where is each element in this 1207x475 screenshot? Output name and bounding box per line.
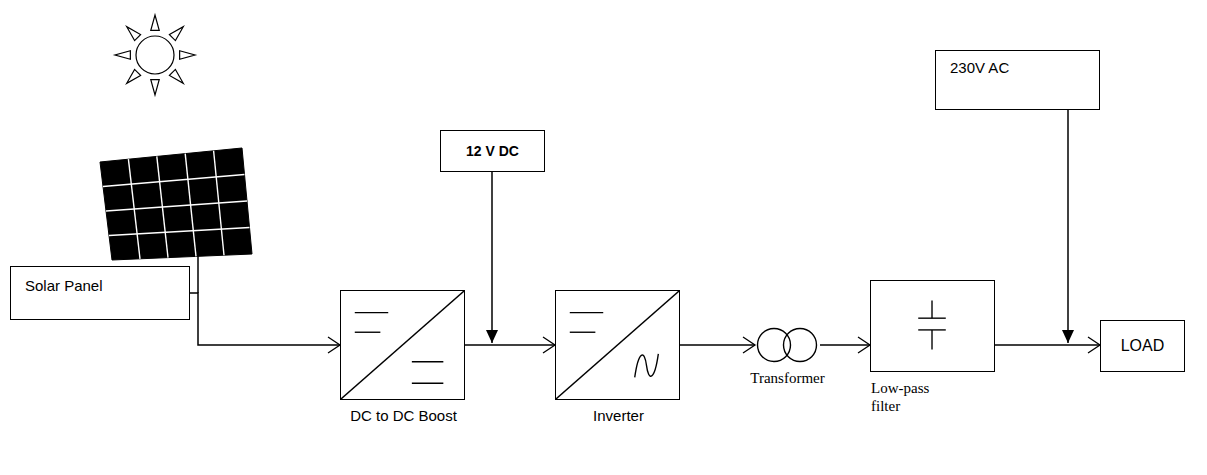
load-box: LOAD	[1100, 320, 1185, 372]
label-box: Solar Panel	[10, 266, 190, 320]
box-label: LOAD	[1121, 336, 1165, 355]
inv-symbol	[556, 291, 679, 399]
box-label: 12 V DC	[466, 143, 519, 160]
signal-connector	[820, 344, 870, 346]
signal-connector	[995, 344, 1100, 346]
solar-panel-picture	[100, 148, 252, 260]
voltage-pointer	[491, 172, 493, 343]
tr-symbol	[755, 327, 820, 363]
panel-lead-wire	[197, 255, 199, 293]
sun-icon	[115, 15, 195, 95]
transformer-symbol: Transformer	[755, 327, 820, 363]
converter-box: DC to DC Boost	[340, 290, 465, 400]
voltage-box: 12 V DC	[440, 130, 545, 172]
cap-symbol	[871, 281, 994, 371]
voltage-pointer	[1067, 110, 1069, 343]
signal-connector	[190, 293, 340, 345]
block-label: Low-pass filter	[871, 379, 951, 415]
block-label: DC to DC Boost	[350, 407, 457, 425]
box-label: Solar Panel	[25, 277, 103, 295]
block-label: Inverter	[593, 407, 644, 425]
inverter-box: Inverter	[555, 290, 680, 400]
signal-connector	[680, 344, 755, 346]
signal-connector	[465, 344, 555, 346]
box-label: 230V AC	[950, 59, 1009, 77]
boost-symbol	[341, 291, 464, 399]
block-label: Transformer	[750, 369, 824, 387]
voltage-box: 230V AC	[935, 50, 1100, 110]
filter-box: Low-pass filter	[870, 280, 995, 372]
